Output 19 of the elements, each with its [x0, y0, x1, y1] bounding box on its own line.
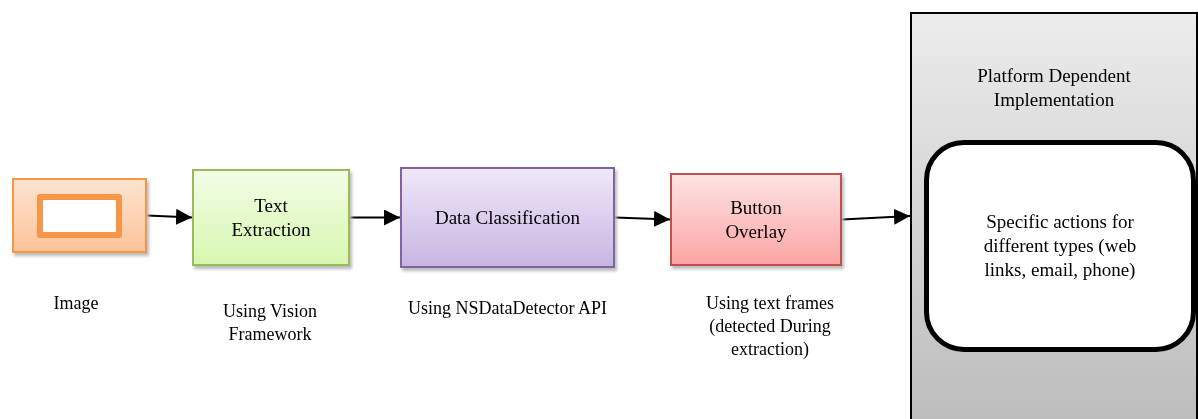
arrow — [349, 209, 401, 226]
process-box — [192, 169, 350, 266]
node-label: Using NSDataDetector API — [407, 297, 608, 320]
panel-title: Platform Dependent Implementation — [976, 64, 1132, 112]
platform-panel — [910, 12, 1198, 419]
arrow — [146, 208, 193, 225]
node-label: Using Vision Framework — [221, 300, 319, 346]
action-box — [924, 140, 1196, 352]
image-box — [12, 178, 147, 253]
node-label: Image — [52, 292, 100, 315]
node-label: Data Classification — [434, 205, 581, 230]
node-label: Button Overlay — [724, 195, 788, 244]
process-box — [670, 173, 842, 266]
node-label: Text Extraction — [230, 193, 312, 242]
node-label: Specific actions for different types (web links, email, phone) — [982, 210, 1138, 282]
process-box — [400, 167, 615, 268]
arrow — [614, 210, 671, 227]
node-label: Using text frames (detected During extraction) — [705, 292, 835, 361]
arrow — [841, 208, 911, 225]
